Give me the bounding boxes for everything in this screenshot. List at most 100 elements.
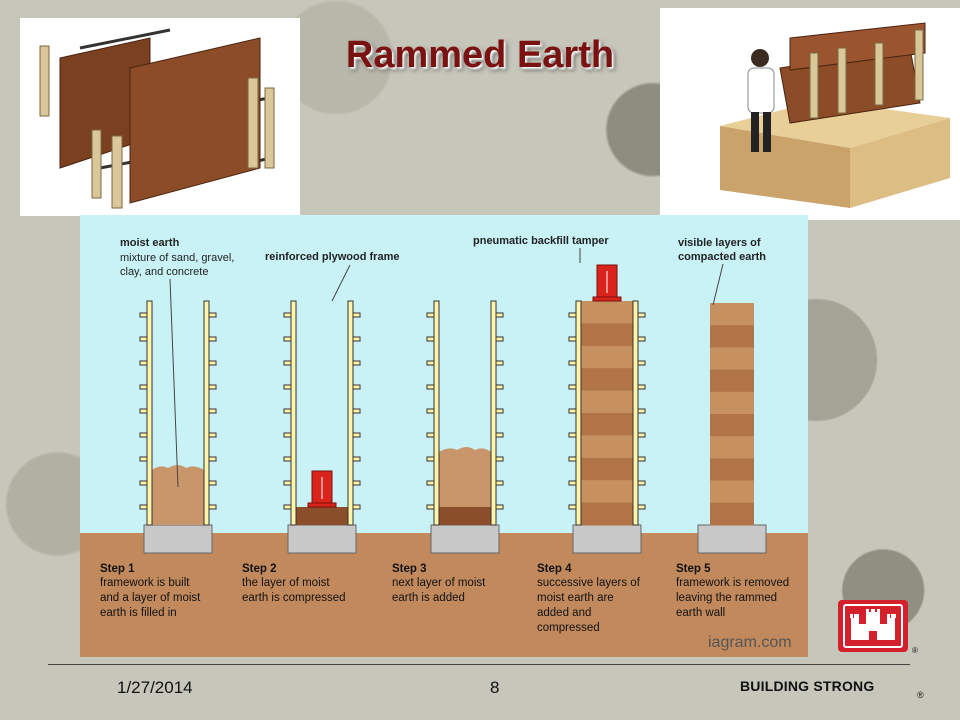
frame-cleat — [139, 456, 148, 462]
compacted-layer — [581, 390, 633, 414]
label-layers-2: compacted earth — [678, 251, 766, 263]
footer-divider — [48, 664, 910, 665]
frame-cleat — [637, 480, 646, 486]
frame-cleat — [495, 504, 504, 510]
frame-cleat — [495, 360, 504, 366]
logo-registered-mark: ® — [912, 646, 918, 655]
ground-soil — [80, 533, 808, 657]
slide-title: Rammed Earth — [345, 34, 615, 76]
frame-cleat — [495, 312, 504, 318]
compacted-layer — [710, 458, 754, 482]
step-2-line: the layer of moist — [242, 577, 330, 589]
step-5-line: leaving the rammed — [676, 592, 777, 604]
frame-cleat — [208, 480, 217, 486]
frame-cleat — [495, 384, 504, 390]
frame-cleat — [208, 408, 217, 414]
frame-cleat — [426, 504, 435, 510]
label-layers-1: visible layers of — [678, 237, 761, 249]
frame-cleat — [208, 360, 217, 366]
frame-cleat — [568, 456, 577, 462]
footer-page-number: 8 — [490, 678, 500, 697]
compacted-layer — [710, 436, 754, 459]
watermark: iagram.com — [708, 634, 792, 651]
step-1-line: and a layer of moist — [100, 592, 201, 604]
label-tamper: pneumatic backfill tamper — [473, 235, 609, 247]
compacted-layer — [710, 480, 754, 504]
frame-cleat — [426, 432, 435, 438]
frame-plank-right — [632, 300, 639, 526]
compacted-layer — [581, 435, 633, 459]
step-5-line: earth wall — [676, 607, 725, 619]
frame-cleat — [283, 312, 292, 318]
step-1-title: Step 1 — [100, 563, 135, 575]
frame-cleat — [568, 432, 577, 438]
frame-cleat — [426, 456, 435, 462]
frame-cleat — [352, 408, 361, 414]
frame-cleat — [495, 336, 504, 342]
step-1-line: framework is built — [100, 577, 190, 589]
frame-cleat — [139, 384, 148, 390]
step-2-title: Step 2 — [242, 563, 277, 575]
frame-cleat — [139, 408, 148, 414]
step-4-line: moist earth are — [537, 592, 614, 604]
concrete-footing — [572, 524, 642, 554]
frame-cleat — [637, 456, 646, 462]
frame-cleat — [637, 432, 646, 438]
step-4-line: compressed — [537, 622, 600, 634]
compacted-layer — [710, 303, 754, 326]
compacted-layer — [581, 345, 633, 369]
step-4-line: successive layers of — [537, 577, 641, 589]
step-column-1 — [139, 300, 217, 554]
frame-cleat — [283, 456, 292, 462]
step-2-line: earth is compressed — [242, 592, 346, 604]
frame-plank-left — [146, 300, 153, 526]
frame-cleat — [283, 504, 292, 510]
loose-earth — [152, 465, 204, 525]
concrete-footing — [697, 524, 767, 554]
compacted-layer — [581, 368, 633, 392]
frame-cleat — [568, 408, 577, 414]
footer-brand: BUILDING STRONG — [740, 678, 875, 694]
new-earth-layer — [439, 447, 491, 507]
footer-date: 1/27/2014 — [117, 678, 193, 697]
frame-cleat — [139, 336, 148, 342]
frame-cleat — [495, 480, 504, 486]
frame-cleat — [352, 432, 361, 438]
frame-cleat — [637, 408, 646, 414]
frame-cleat — [568, 312, 577, 318]
compacted-layer — [581, 323, 633, 347]
frame-cleat — [637, 360, 646, 366]
frame-cleat — [139, 360, 148, 366]
frame-plank-right — [203, 300, 210, 526]
step-3-title: Step 3 — [392, 563, 427, 575]
label-moist-earth-desc-1: mixture of sand, gravel, — [120, 252, 234, 264]
label-moist-earth-desc-2: clay, and concrete — [120, 266, 208, 278]
compacted-layer — [581, 457, 633, 481]
frame-cleat — [637, 504, 646, 510]
frame-cleat — [139, 432, 148, 438]
frame-cleat — [208, 432, 217, 438]
frame-cleat — [426, 360, 435, 366]
tamper-plate — [592, 296, 622, 302]
frame-cleat — [426, 336, 435, 342]
frame-cleat — [283, 480, 292, 486]
step-column-3 — [426, 300, 504, 554]
compressed-earth — [439, 507, 491, 525]
frame-plank-left — [575, 300, 582, 526]
frame-plank-left — [290, 300, 297, 526]
frame-cleat — [352, 480, 361, 486]
label-frame: reinforced plywood frame — [265, 251, 399, 263]
compacted-layer — [581, 413, 633, 436]
compacted-layer — [710, 414, 754, 437]
step-5-line: framework is removed — [676, 577, 789, 589]
step-5-title: Step 5 — [676, 563, 711, 575]
formwork-wall-image — [660, 8, 960, 220]
frame-plank-right — [347, 300, 354, 526]
frame-cleat — [283, 360, 292, 366]
frame-cleat — [352, 384, 361, 390]
frame-cleat — [208, 456, 217, 462]
frame-cleat — [352, 312, 361, 318]
compacted-layer — [710, 347, 754, 371]
frame-cleat — [352, 456, 361, 462]
frame-cleat — [208, 384, 217, 390]
